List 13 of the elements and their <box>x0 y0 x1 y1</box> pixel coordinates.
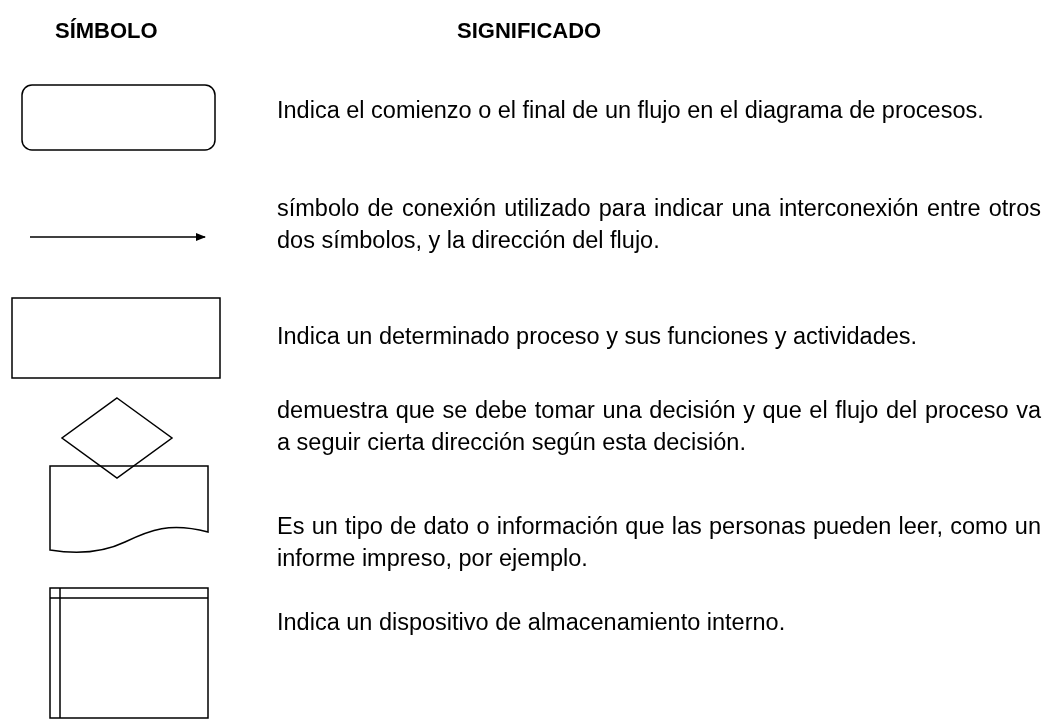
terminator-symbol <box>21 84 216 151</box>
description-text: Indica el comienzo o el final de un flujo en el diagrama de procesos. <box>277 96 985 125</box>
description-text: símbolo de conexión utilizado para indicar una interconexión entre otros dos símbolos, y la dirección del flujo. <box>277 194 1041 255</box>
internal-storage-symbol <box>49 587 209 719</box>
column-header: SIGNIFICADO <box>457 18 602 44</box>
process-symbol <box>11 297 221 379</box>
description-text: Indica un dispositivo de almacenamiento interno. <box>277 608 787 637</box>
decision-diamond-symbol <box>60 397 174 479</box>
document-symbol <box>49 465 209 554</box>
column-header: SÍMBOLO <box>55 18 158 44</box>
description-text: Es un tipo de dato o información que las personas pueden leer, como un informe impreso, por ejemplo. <box>277 512 1041 573</box>
description-text: Indica un determinado proceso y sus funciones y actividades. <box>277 322 919 351</box>
description-text: demuestra que se debe tomar una decisión y que el flujo del proceso va a seguir cierta dirección según esta decisión. <box>277 396 1041 457</box>
